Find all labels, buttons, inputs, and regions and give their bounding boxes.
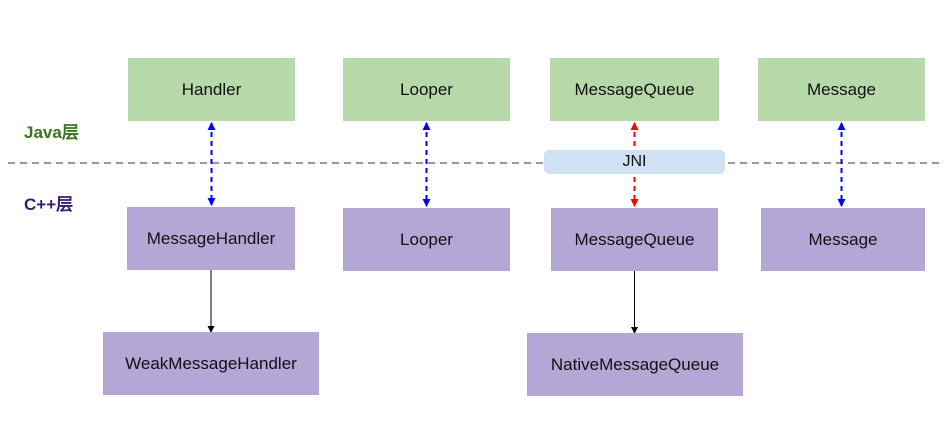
java-looper-node: Looper [343, 58, 510, 121]
node-label: NativeMessageQueue [550, 354, 720, 374]
java-handler-node: Handler [128, 58, 295, 121]
node-label: Handler [181, 79, 242, 99]
cpp-messagequeue-node: MessageQueue [551, 208, 718, 271]
node-label: Message [807, 79, 876, 99]
java-messagequeue-node: MessageQueue [550, 58, 719, 121]
jni-bridge-label: JNI [544, 150, 725, 174]
cpp-message-node: Message [761, 208, 925, 271]
node-label: WeakMessageHandler [125, 353, 297, 373]
java-layer-label: Java层 [24, 123, 79, 142]
node-label: MessageQueue [574, 229, 695, 249]
java-message-node: Message [758, 58, 925, 121]
node-label: Looper [400, 79, 453, 99]
cpp-messagehandler-node: MessageHandler [127, 207, 295, 270]
node-label: MessageQueue [574, 79, 695, 99]
jni-text: JNI [622, 153, 647, 170]
weak-message-handler-node: WeakMessageHandler [103, 332, 319, 395]
node-label: Looper [400, 229, 453, 249]
native-message-queue-node: NativeMessageQueue [527, 333, 743, 396]
node-label: Message [808, 229, 878, 249]
cpp-layer-label: C++层 [24, 195, 74, 214]
node-label: MessageHandler [146, 228, 276, 248]
cpp-looper-node: Looper [343, 208, 510, 271]
